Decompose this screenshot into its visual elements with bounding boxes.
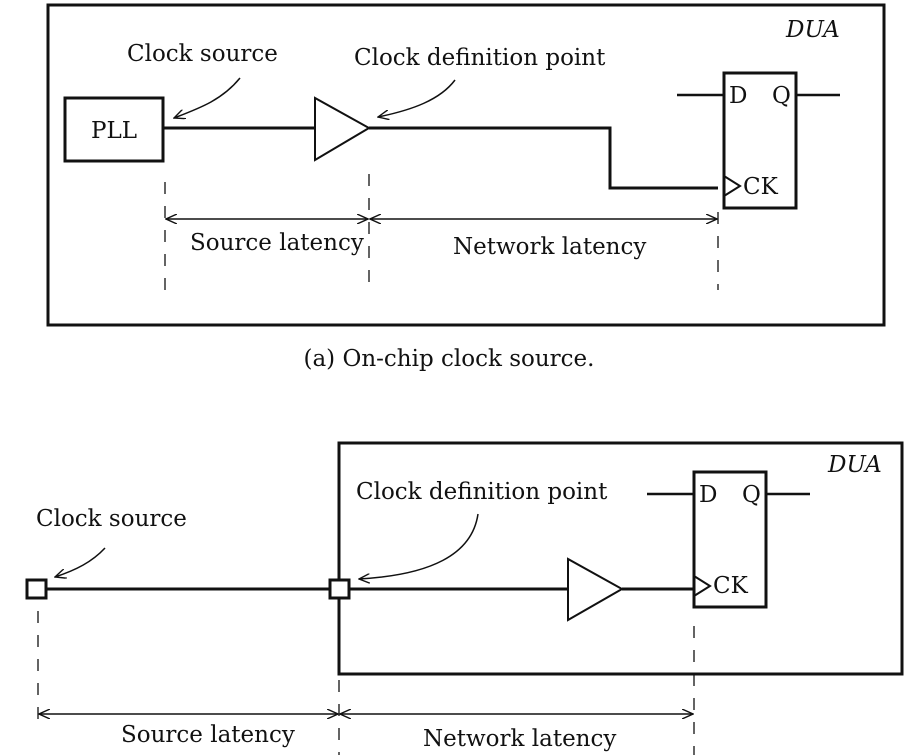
clock-definition-pointer-b <box>359 513 479 579</box>
pll-label: PLL <box>91 118 137 144</box>
network-latency-label-a: Network latency <box>453 234 646 260</box>
ff-a-d-label: D <box>729 83 747 109</box>
clock-source-label-a: Clock source <box>127 41 278 67</box>
clock-definition-label-b: Clock definition point <box>356 479 608 505</box>
flip-flop-b <box>692 470 768 609</box>
figure-b: DUA D Q CK Clock source Clock definition… <box>25 441 904 755</box>
clock-source-label-b: Clock source <box>36 506 187 532</box>
network-latency-label-b: Network latency <box>423 726 616 752</box>
clock-definition-label-a: Clock definition point <box>354 45 606 71</box>
clock-definition-port-b <box>328 578 351 600</box>
ff-b-clock-triangle <box>693 575 712 597</box>
caption-a: (a) On-chip clock source. <box>304 346 595 372</box>
clock-source-pointer-a <box>174 77 241 118</box>
source-latency-label-b: Source latency <box>121 722 295 748</box>
dua-label-a: DUA <box>785 17 840 43</box>
source-latency-label-a: Source latency <box>190 230 364 256</box>
dua-box-b <box>337 441 904 676</box>
clock-source-port-b <box>25 578 48 600</box>
clock-definition-pointer-a <box>378 79 456 117</box>
wire-buffer-to-ff-a <box>369 126 718 190</box>
flip-flop-a <box>722 71 798 210</box>
clock-source-pointer-b <box>55 547 106 577</box>
dua-label-b: DUA <box>827 452 882 478</box>
buffer-a <box>314 96 372 162</box>
buffer-b <box>567 557 625 622</box>
ff-a-q-label: Q <box>772 83 791 109</box>
ff-b-q-label: Q <box>742 482 761 508</box>
dua-box-a <box>46 3 886 327</box>
ff-b-d-label: D <box>699 482 717 508</box>
figure-a: DUA PLL D Q CK Clock source Clock defini… <box>46 3 886 372</box>
ff-b-ck-label: CK <box>713 573 749 599</box>
ff-a-ck-label: CK <box>743 174 779 200</box>
ff-a-clock-triangle <box>723 175 742 197</box>
